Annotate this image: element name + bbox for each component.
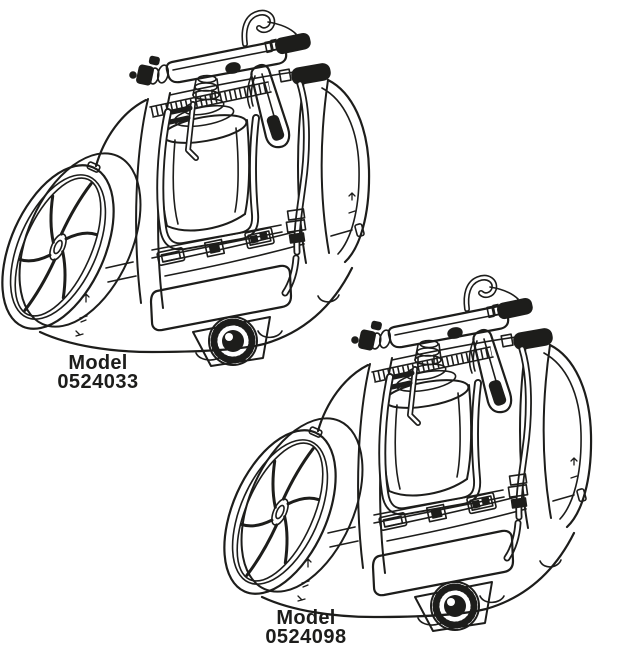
sprayer-unit-2	[202, 278, 591, 631]
model-caption-1-number: 0524033	[57, 371, 139, 393]
model-caption-2-number: 0524098	[265, 626, 347, 648]
model-caption-1: Model 0524033	[30, 352, 166, 393]
model-caption-1-word: Model	[68, 352, 128, 374]
model-caption-2-word: Model	[276, 607, 336, 629]
sprayer-unit-1	[0, 13, 369, 366]
model-caption-2: Model 0524098	[236, 607, 376, 648]
